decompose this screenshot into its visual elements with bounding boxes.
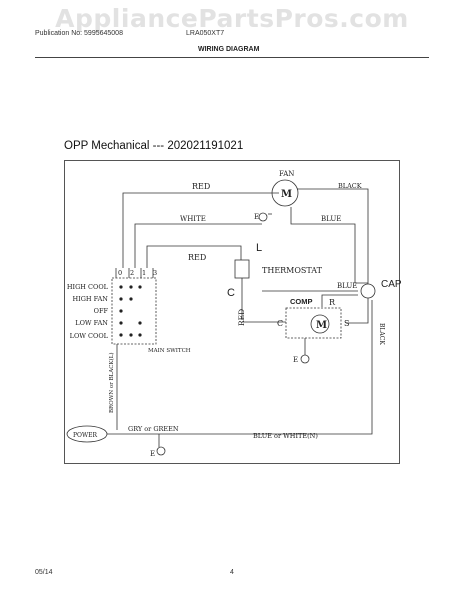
wire-blue-cap: BLUE <box>337 282 357 290</box>
comp-c-terminal: C <box>277 319 283 328</box>
wire-white: WHITE <box>180 215 206 223</box>
wire-black-top: BLACK <box>338 182 362 190</box>
header-rule <box>35 57 429 58</box>
power-label: POWER <box>73 432 98 439</box>
switch-terminal-0: 0 <box>118 269 122 277</box>
footer-date: 05/14 <box>35 569 53 576</box>
switch-terminal-2: 2 <box>130 269 134 277</box>
comp-label: COMP <box>290 297 313 306</box>
diagram-frame <box>64 160 400 464</box>
wire-gry-green: GRY or GREEN <box>128 425 179 433</box>
cap-label: CAP <box>381 279 402 290</box>
wire-red-vertical: RED <box>237 309 246 326</box>
switch-position-high-fan: HIGH FAN <box>73 295 109 303</box>
watermark-logo: AppliancePartsPros.com <box>55 4 409 33</box>
wire-brown-black: BROWN or BLACK(L) <box>108 352 115 413</box>
comp-s-terminal: S <box>344 319 349 328</box>
switch-terminal-1: 1 <box>142 269 146 277</box>
fan-earth-label: E <box>254 213 259 221</box>
switch-terminal-3: 3 <box>153 269 157 277</box>
fan-motor-symbol: M <box>281 189 292 200</box>
wire-red-top: RED <box>192 182 210 191</box>
switch-position-low-cool: LOW COOL <box>70 332 109 340</box>
power-earth-label: E <box>150 450 155 458</box>
page-number: 4 <box>230 569 234 576</box>
main-switch-label: MAIN SWITCH <box>148 348 191 354</box>
fan-label: FAN <box>279 170 294 178</box>
wire-red-thermostat: RED <box>188 253 206 262</box>
comp-motor-symbol: M <box>316 320 327 331</box>
wire-black-vertical: BLACK <box>378 323 385 345</box>
switch-position-off: OFF <box>94 307 109 315</box>
diagram-title: OPP Mechanical --- 202021191021 <box>64 140 244 152</box>
thermostat-label: THERMOSTAT <box>262 266 323 275</box>
wire-blue-white: BLUE or WHITE(N) <box>253 432 318 440</box>
section-title: WIRING DIAGRAM <box>198 46 260 53</box>
comp-r-terminal: R <box>329 298 336 307</box>
publication-number: Publication No: 5995645008 <box>35 30 123 37</box>
thermostat-c-label: C <box>227 287 235 299</box>
model-number: LRA050XT7 <box>186 30 225 37</box>
switch-position-low-fan: LOW FAN <box>75 319 108 327</box>
comp-earth-label: E <box>293 356 298 364</box>
switch-position-high-cool: HIGH COOL <box>67 283 109 291</box>
thermostat-l-label: L <box>256 242 262 254</box>
wire-blue-fan: BLUE <box>321 215 341 223</box>
